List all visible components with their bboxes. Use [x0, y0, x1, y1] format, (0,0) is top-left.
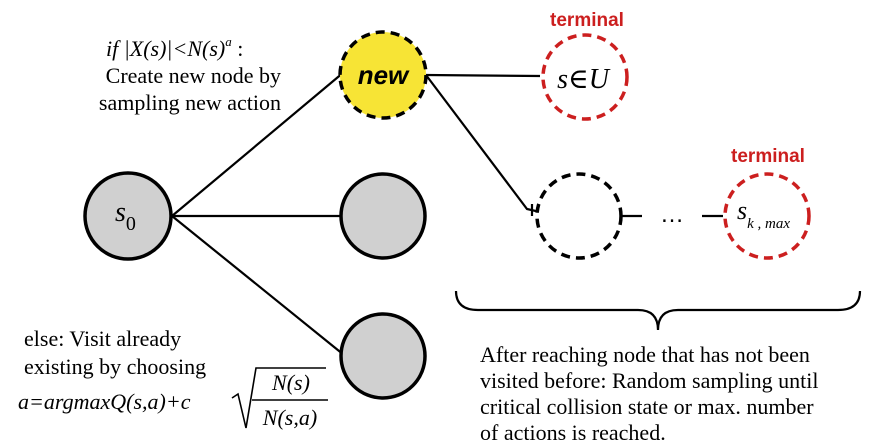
svg-text:critical collision state or ma: critical collision state or max. number — [480, 394, 814, 419]
svg-text:of actions is reached.: of actions is reached. — [480, 420, 666, 445]
svg-text:existing by choosing: existing by choosing — [24, 354, 206, 379]
child-node-bottom — [339, 312, 427, 400]
edge-root-new — [171, 71, 345, 217]
new-node — [338, 30, 428, 120]
child-node-mid — [339, 172, 427, 260]
terminal-node-bottom — [723, 172, 811, 260]
svg-text:N(s): N(s) — [271, 370, 310, 395]
root-node-label: s0 — [115, 197, 136, 235]
random-sampling-annotation: After reaching node that has not been vi… — [480, 342, 819, 445]
new-node-label: new — [358, 60, 410, 90]
terminal-node-top-label: s∈U — [557, 64, 611, 95]
edge-new-terminal — [425, 73, 541, 78]
svg-text:if |X(s)|<N(s)a :: if |X(s)|<N(s)a : — [106, 34, 243, 61]
terminal-tag-top: terminal — [550, 10, 624, 31]
svg-text:sampling new action: sampling new action — [99, 90, 281, 115]
svg-text:else: Visit already: else: Visit already — [24, 326, 181, 351]
curly-brace — [454, 290, 862, 331]
svg-text:visited before: Random samplin: visited before: Random sampling until — [480, 368, 819, 393]
svg-text:a=argmaxQ(s,a)+c: a=argmaxQ(s,a)+c — [18, 389, 191, 414]
if-rule-annotation: if |X(s)|<N(s)a : Create new node by sam… — [99, 34, 281, 115]
svg-text:After reaching node that has n: After reaching node that has not been — [480, 342, 810, 367]
else-rule-annotation: else: Visit already existing by choosing… — [18, 326, 328, 430]
edge-new-unvisited — [425, 74, 541, 214]
svg-text:N(s,a): N(s,a) — [262, 405, 317, 430]
unvisited-node — [535, 172, 623, 260]
sqrt-sign — [231, 367, 326, 429]
edge-root-bottom — [171, 215, 345, 356]
terminal-tag-bottom: terminal — [731, 146, 805, 167]
root-node — [83, 171, 173, 261]
ellipsis: … — [660, 201, 684, 228]
terminal-node-bottom-label: sk , max — [737, 196, 790, 232]
terminal-node-top — [541, 33, 629, 121]
svg-text:Create new node by: Create new node by — [106, 63, 281, 88]
